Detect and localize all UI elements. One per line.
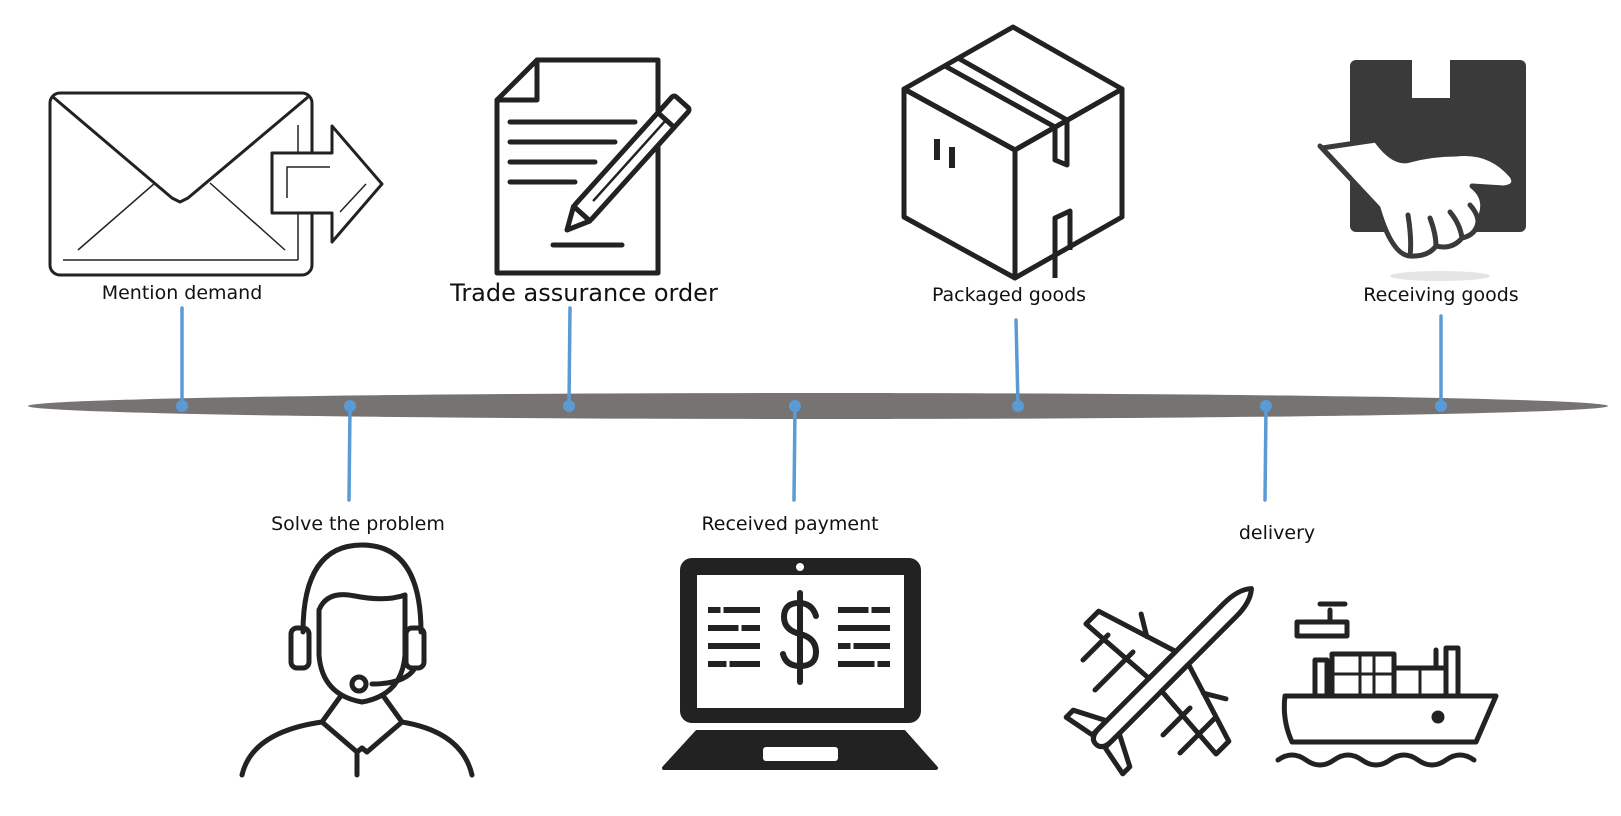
package-box-icon xyxy=(901,24,1125,281)
step-label-solve-the-problem: Solve the problem xyxy=(271,513,445,535)
connector-solve-the-problem xyxy=(344,400,356,502)
step-label-mention-demand: Mention demand xyxy=(101,282,263,304)
step-label-trade-assurance-order: Trade assurance order xyxy=(450,279,718,307)
headset-agent-icon xyxy=(239,542,475,778)
step-label-received-payment: Received payment xyxy=(701,513,879,535)
connectors xyxy=(176,306,1447,502)
connector-delivery xyxy=(1260,400,1272,502)
step-label-packaged-goods: Packaged goods xyxy=(931,284,1087,306)
laptop-dollar-icon xyxy=(662,558,938,770)
hand-receive-box-icon xyxy=(1317,60,1526,281)
envelope-send-icon xyxy=(48,91,384,277)
plane-ship-icon xyxy=(1063,586,1499,777)
timeline-bar xyxy=(28,393,1608,419)
connector-packaged-goods xyxy=(1012,318,1024,412)
connector-received-payment xyxy=(789,400,801,502)
document-pencil-icon xyxy=(494,57,692,276)
step-label-delivery: delivery xyxy=(1238,522,1316,544)
connector-receiving-goods xyxy=(1435,314,1447,412)
connector-trade-assurance-order xyxy=(563,306,575,412)
connector-mention-demand xyxy=(176,306,188,412)
step-label-receiving-goods: Receiving goods xyxy=(1363,284,1519,306)
